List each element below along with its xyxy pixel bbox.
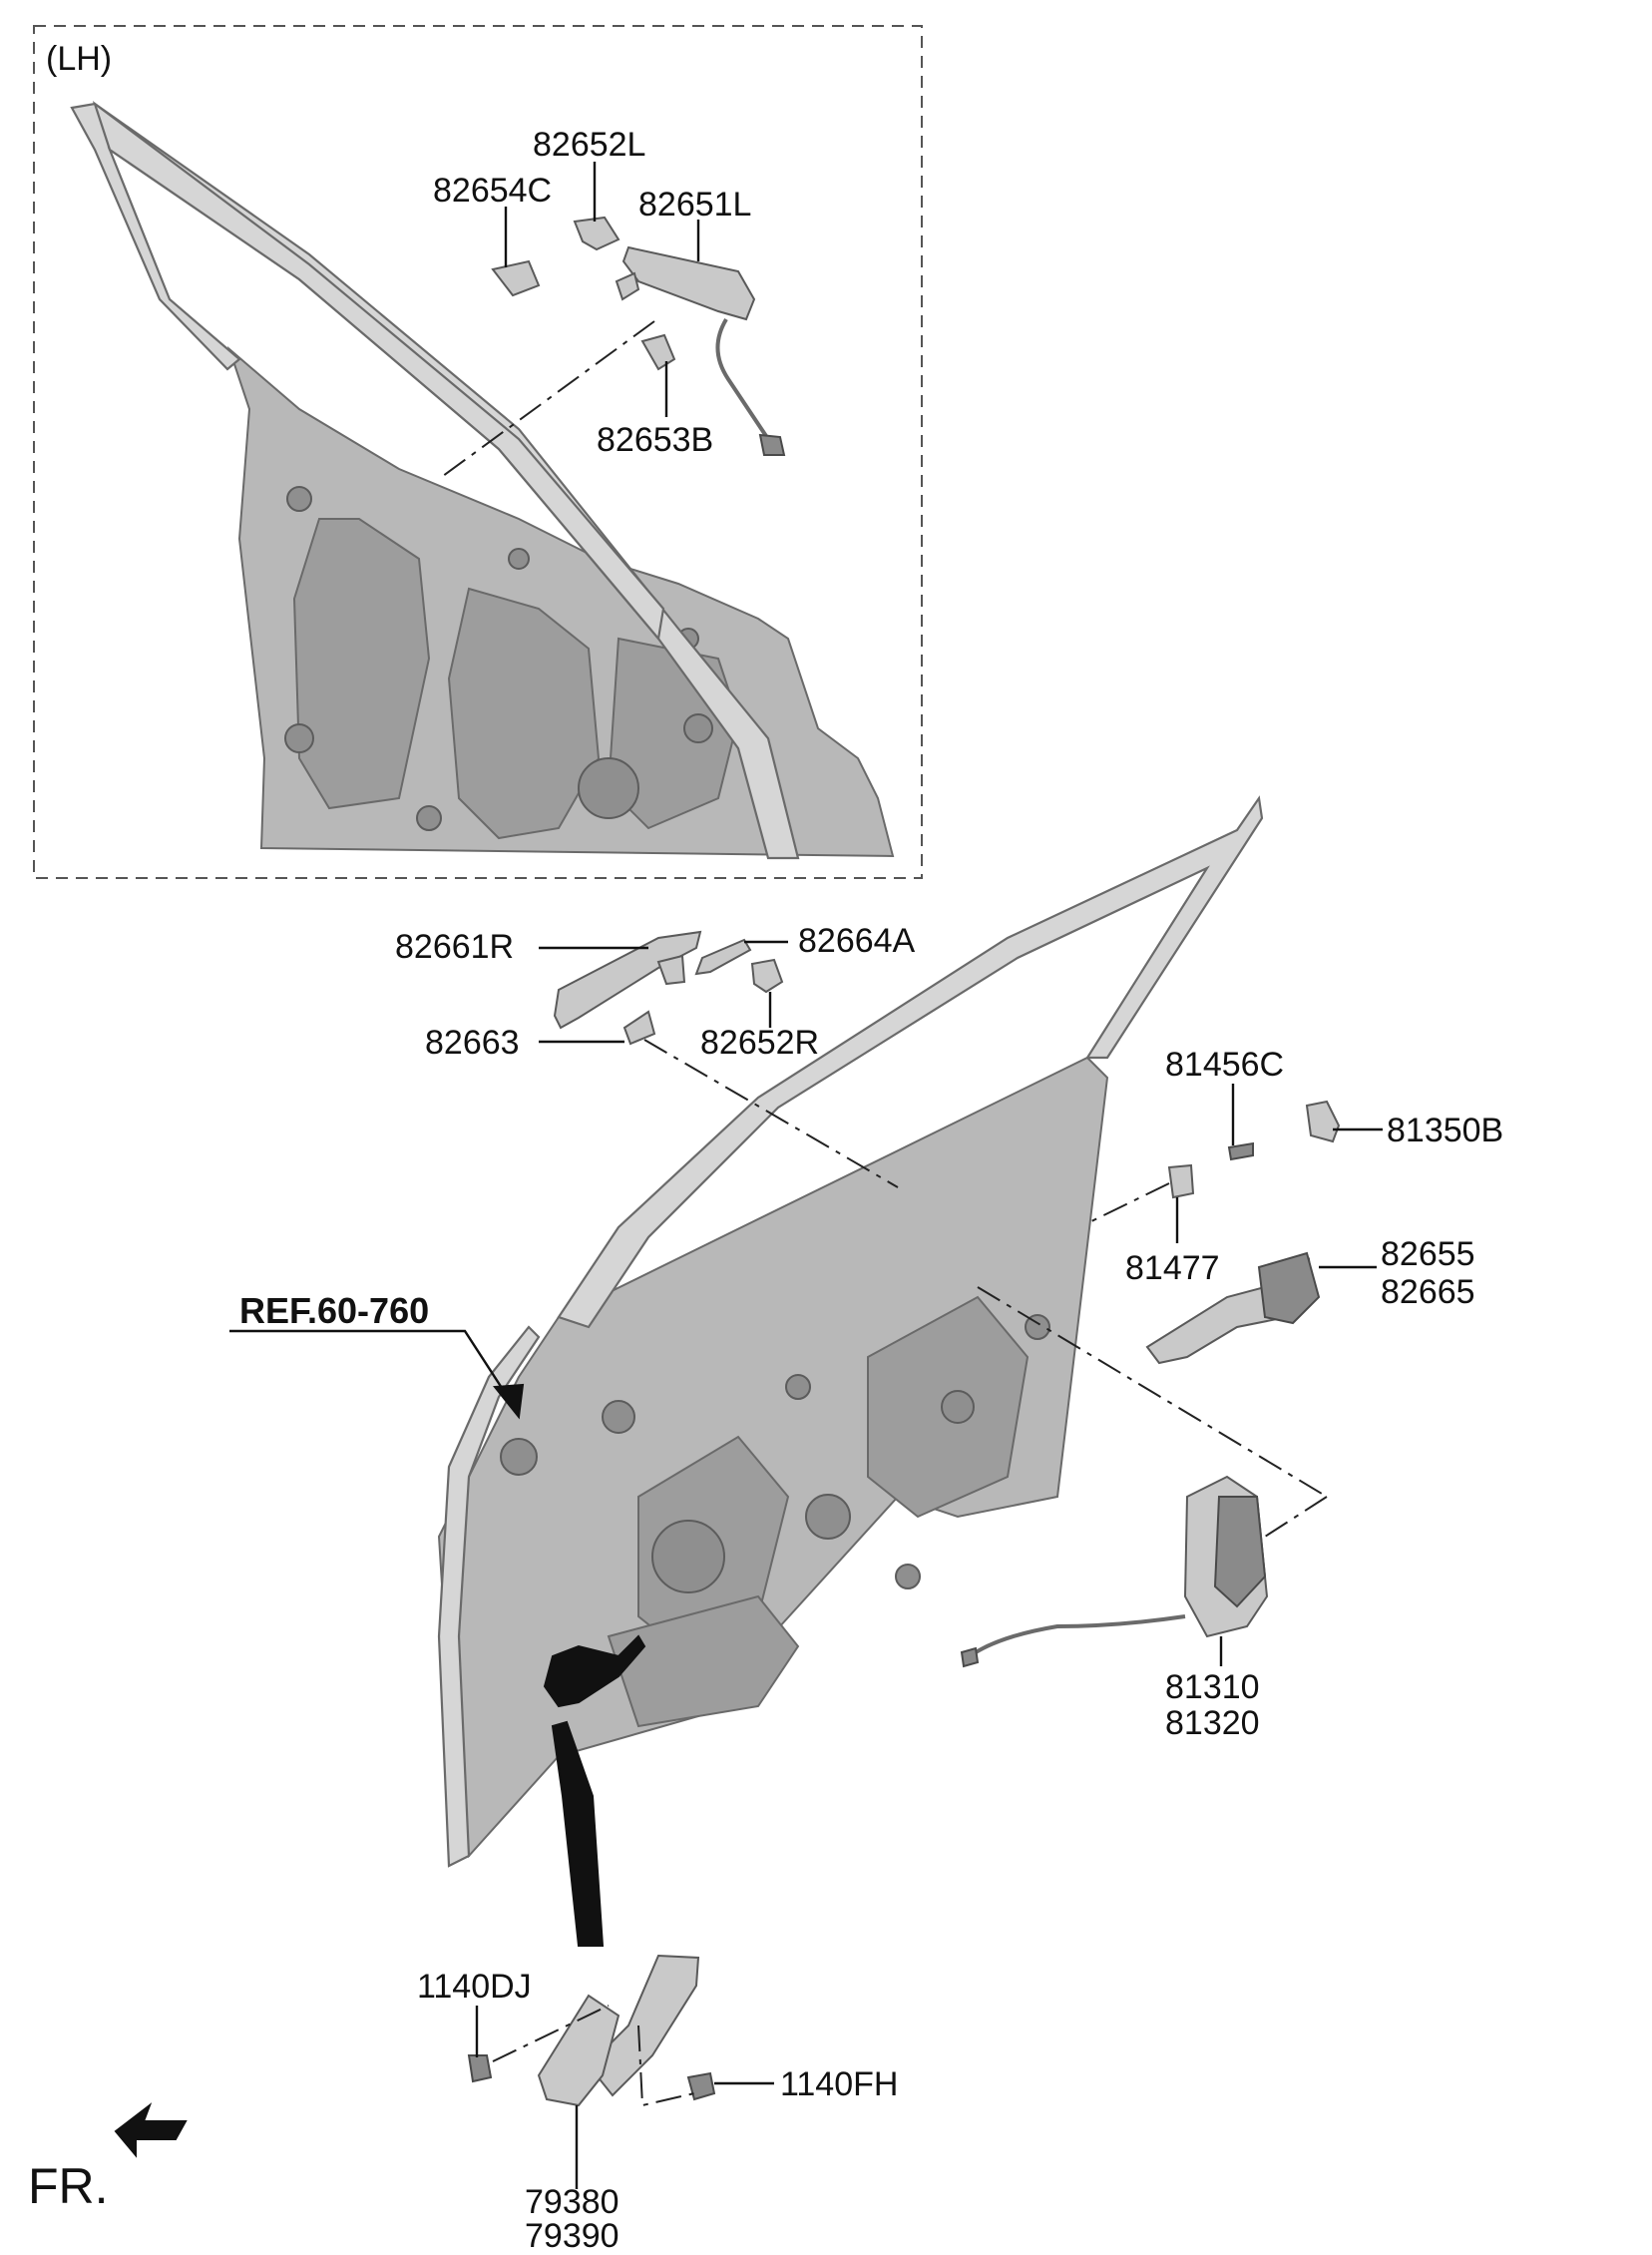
- label-81350b: 81350B: [1387, 1112, 1503, 1149]
- bolt-81477: [1167, 1163, 1195, 1199]
- handle-82651l: [621, 245, 756, 321]
- label-82664a: 82664A: [798, 922, 916, 960]
- label-82654c: 82654C: [433, 172, 552, 210]
- door-check-79380: [587, 1954, 700, 2097]
- label-1140dj: 1140DJ: [417, 1968, 532, 2006]
- cap-82652r: [750, 958, 784, 994]
- label-81320: 81320: [1165, 1704, 1260, 1742]
- bolt-1140fh: [686, 2071, 716, 2101]
- label-79380: 79380: [525, 2183, 620, 2221]
- label-82652l: 82652L: [533, 126, 645, 164]
- label-81456c: 81456C: [1165, 1046, 1284, 1084]
- label-82652r: 82652R: [700, 1024, 819, 1062]
- label-82653b: 82653B: [597, 421, 713, 459]
- label-82663: 82663: [425, 1024, 520, 1062]
- bolt-81456c: [1227, 1141, 1254, 1161]
- front-label: FR.: [28, 2158, 109, 2214]
- check-leader-arrow: [551, 1720, 605, 1947]
- label-82651l: 82651L: [638, 186, 751, 224]
- lh-handle-parts: [491, 216, 786, 456]
- label-79390: 79390: [525, 2217, 620, 2255]
- handle-82661r: [553, 930, 702, 1030]
- bezel-82653b: [640, 333, 676, 371]
- bezel-82663: [622, 1010, 656, 1046]
- ref-label: REF.60-760: [239, 1290, 429, 1331]
- label-82665: 82665: [1381, 1273, 1475, 1311]
- label-82655: 82655: [1381, 1235, 1475, 1273]
- door-check-parts: [467, 1634, 716, 2107]
- cap-82652l: [573, 216, 620, 251]
- rh-leaders: [229, 940, 1383, 2189]
- cover-82654c: [491, 259, 541, 297]
- label-82661r: 82661R: [395, 928, 514, 966]
- lh-inset-label: (LH): [46, 40, 112, 78]
- lh-leaders: [438, 162, 700, 480]
- label-1140fh: 1140FH: [780, 2065, 898, 2103]
- door-check-mount: [543, 1634, 646, 1708]
- cap-81350b: [1305, 1100, 1341, 1143]
- lh-door-panel: [70, 101, 895, 860]
- bolt-1140dj: [467, 2054, 493, 2083]
- front-arrow-icon: [114, 2102, 188, 2158]
- label-81477: 81477: [1125, 1249, 1220, 1287]
- rh-latch-parts: [960, 1100, 1341, 1668]
- label-81310: 81310: [1165, 1668, 1260, 1706]
- lh-inset-frame: [33, 25, 923, 879]
- cover-82664a: [694, 938, 752, 976]
- rh-handle-parts: [553, 930, 784, 1046]
